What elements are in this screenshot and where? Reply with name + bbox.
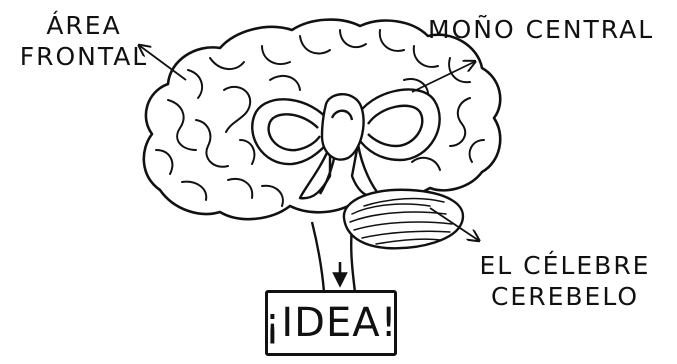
area-frontal-arrow: [140, 46, 187, 81]
celebre-cerebelo-label: EL CÉLEBRE CEREBELO: [465, 250, 665, 312]
central-bow: [251, 88, 441, 200]
area-frontal-line-2: FRONTAL: [19, 42, 149, 71]
cerebelo-line-2: CEREBELO: [490, 282, 640, 311]
area-frontal-label: ÁREA FRONTAL: [14, 10, 154, 72]
mono-central-label: MOÑO CENTRAL: [428, 15, 655, 44]
idea-box: ¡IDEA!: [264, 290, 398, 356]
cerebellum: [342, 188, 465, 250]
idea-text: ¡IDEA!: [264, 300, 398, 346]
cerebelo-arrow: [429, 207, 478, 240]
cerebelo-line-1: EL CÉLEBRE: [479, 251, 651, 280]
brain-folds: [155, 29, 485, 207]
mono-central-arrow: [411, 62, 474, 93]
area-frontal-line-1: ÁREA: [46, 11, 122, 40]
